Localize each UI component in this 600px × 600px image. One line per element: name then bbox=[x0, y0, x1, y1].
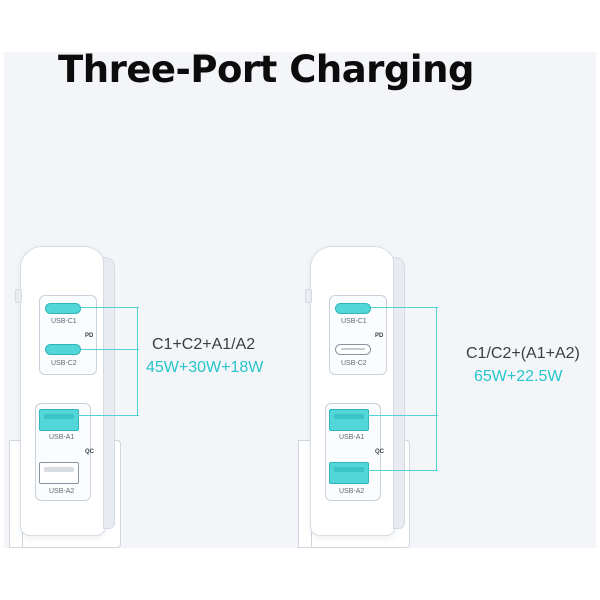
right-usb-c2-label: USB-C2 bbox=[341, 360, 367, 367]
left-usb-a2-label: USB-A2 bbox=[49, 488, 75, 495]
page-title: Three-Port Charging bbox=[58, 48, 474, 91]
right-wattage-split: 65W+22.5W bbox=[474, 368, 563, 385]
right-port-combination: C1/C2+(A1+A2) bbox=[466, 345, 580, 362]
left-usb-c2-label: USB-C2 bbox=[51, 360, 77, 367]
right-connector-c1 bbox=[371, 307, 438, 308]
left-pd-label: PD bbox=[85, 333, 94, 339]
right-usb-a2-port bbox=[329, 462, 369, 484]
left-charger-body: USB-C1 PD USB-C2 USB-A1 QC USB-A2 bbox=[15, 246, 115, 536]
left-connector-a1 bbox=[76, 415, 139, 416]
left-usb-c2-port bbox=[45, 344, 81, 355]
left-wattage-split: 45W+30W+18W bbox=[146, 359, 264, 376]
left-charger-nub bbox=[15, 289, 22, 303]
right-charger-body: USB-C1 PD USB-C2 USB-A1 QC USB-A2 bbox=[305, 246, 405, 536]
right-connector-a1 bbox=[366, 415, 438, 416]
left-qc-label: QC bbox=[85, 449, 94, 455]
left-connector-c2 bbox=[81, 349, 139, 350]
right-usb-c1-label: USB-C1 bbox=[341, 318, 367, 325]
left-usb-a2-port bbox=[39, 462, 79, 484]
left-port-combination: C1+C2+A1/A2 bbox=[152, 336, 256, 353]
left-usb-c1-port bbox=[45, 303, 81, 314]
left-usb-a1-label: USB-A1 bbox=[49, 434, 75, 441]
right-usb-a2-label: USB-A2 bbox=[339, 488, 365, 495]
left-connector-c1 bbox=[81, 307, 139, 308]
right-usb-c1-port bbox=[335, 303, 371, 314]
right-charger-sideplate bbox=[393, 257, 405, 529]
right-pd-label: PD bbox=[375, 333, 384, 339]
left-usb-c1-label: USB-C1 bbox=[51, 318, 77, 325]
left-connector-vertical bbox=[137, 307, 138, 416]
right-connector-vertical bbox=[436, 307, 437, 471]
right-charger-nub bbox=[305, 289, 312, 303]
right-connector-a2 bbox=[366, 470, 438, 471]
right-qc-label: QC bbox=[375, 449, 384, 455]
right-usb-c2-port bbox=[335, 344, 371, 355]
right-usb-a1-label: USB-A1 bbox=[339, 434, 365, 441]
right-usb-a1-port bbox=[329, 409, 369, 431]
left-usb-a1-port bbox=[39, 409, 79, 431]
left-charger-sideplate bbox=[103, 257, 115, 529]
